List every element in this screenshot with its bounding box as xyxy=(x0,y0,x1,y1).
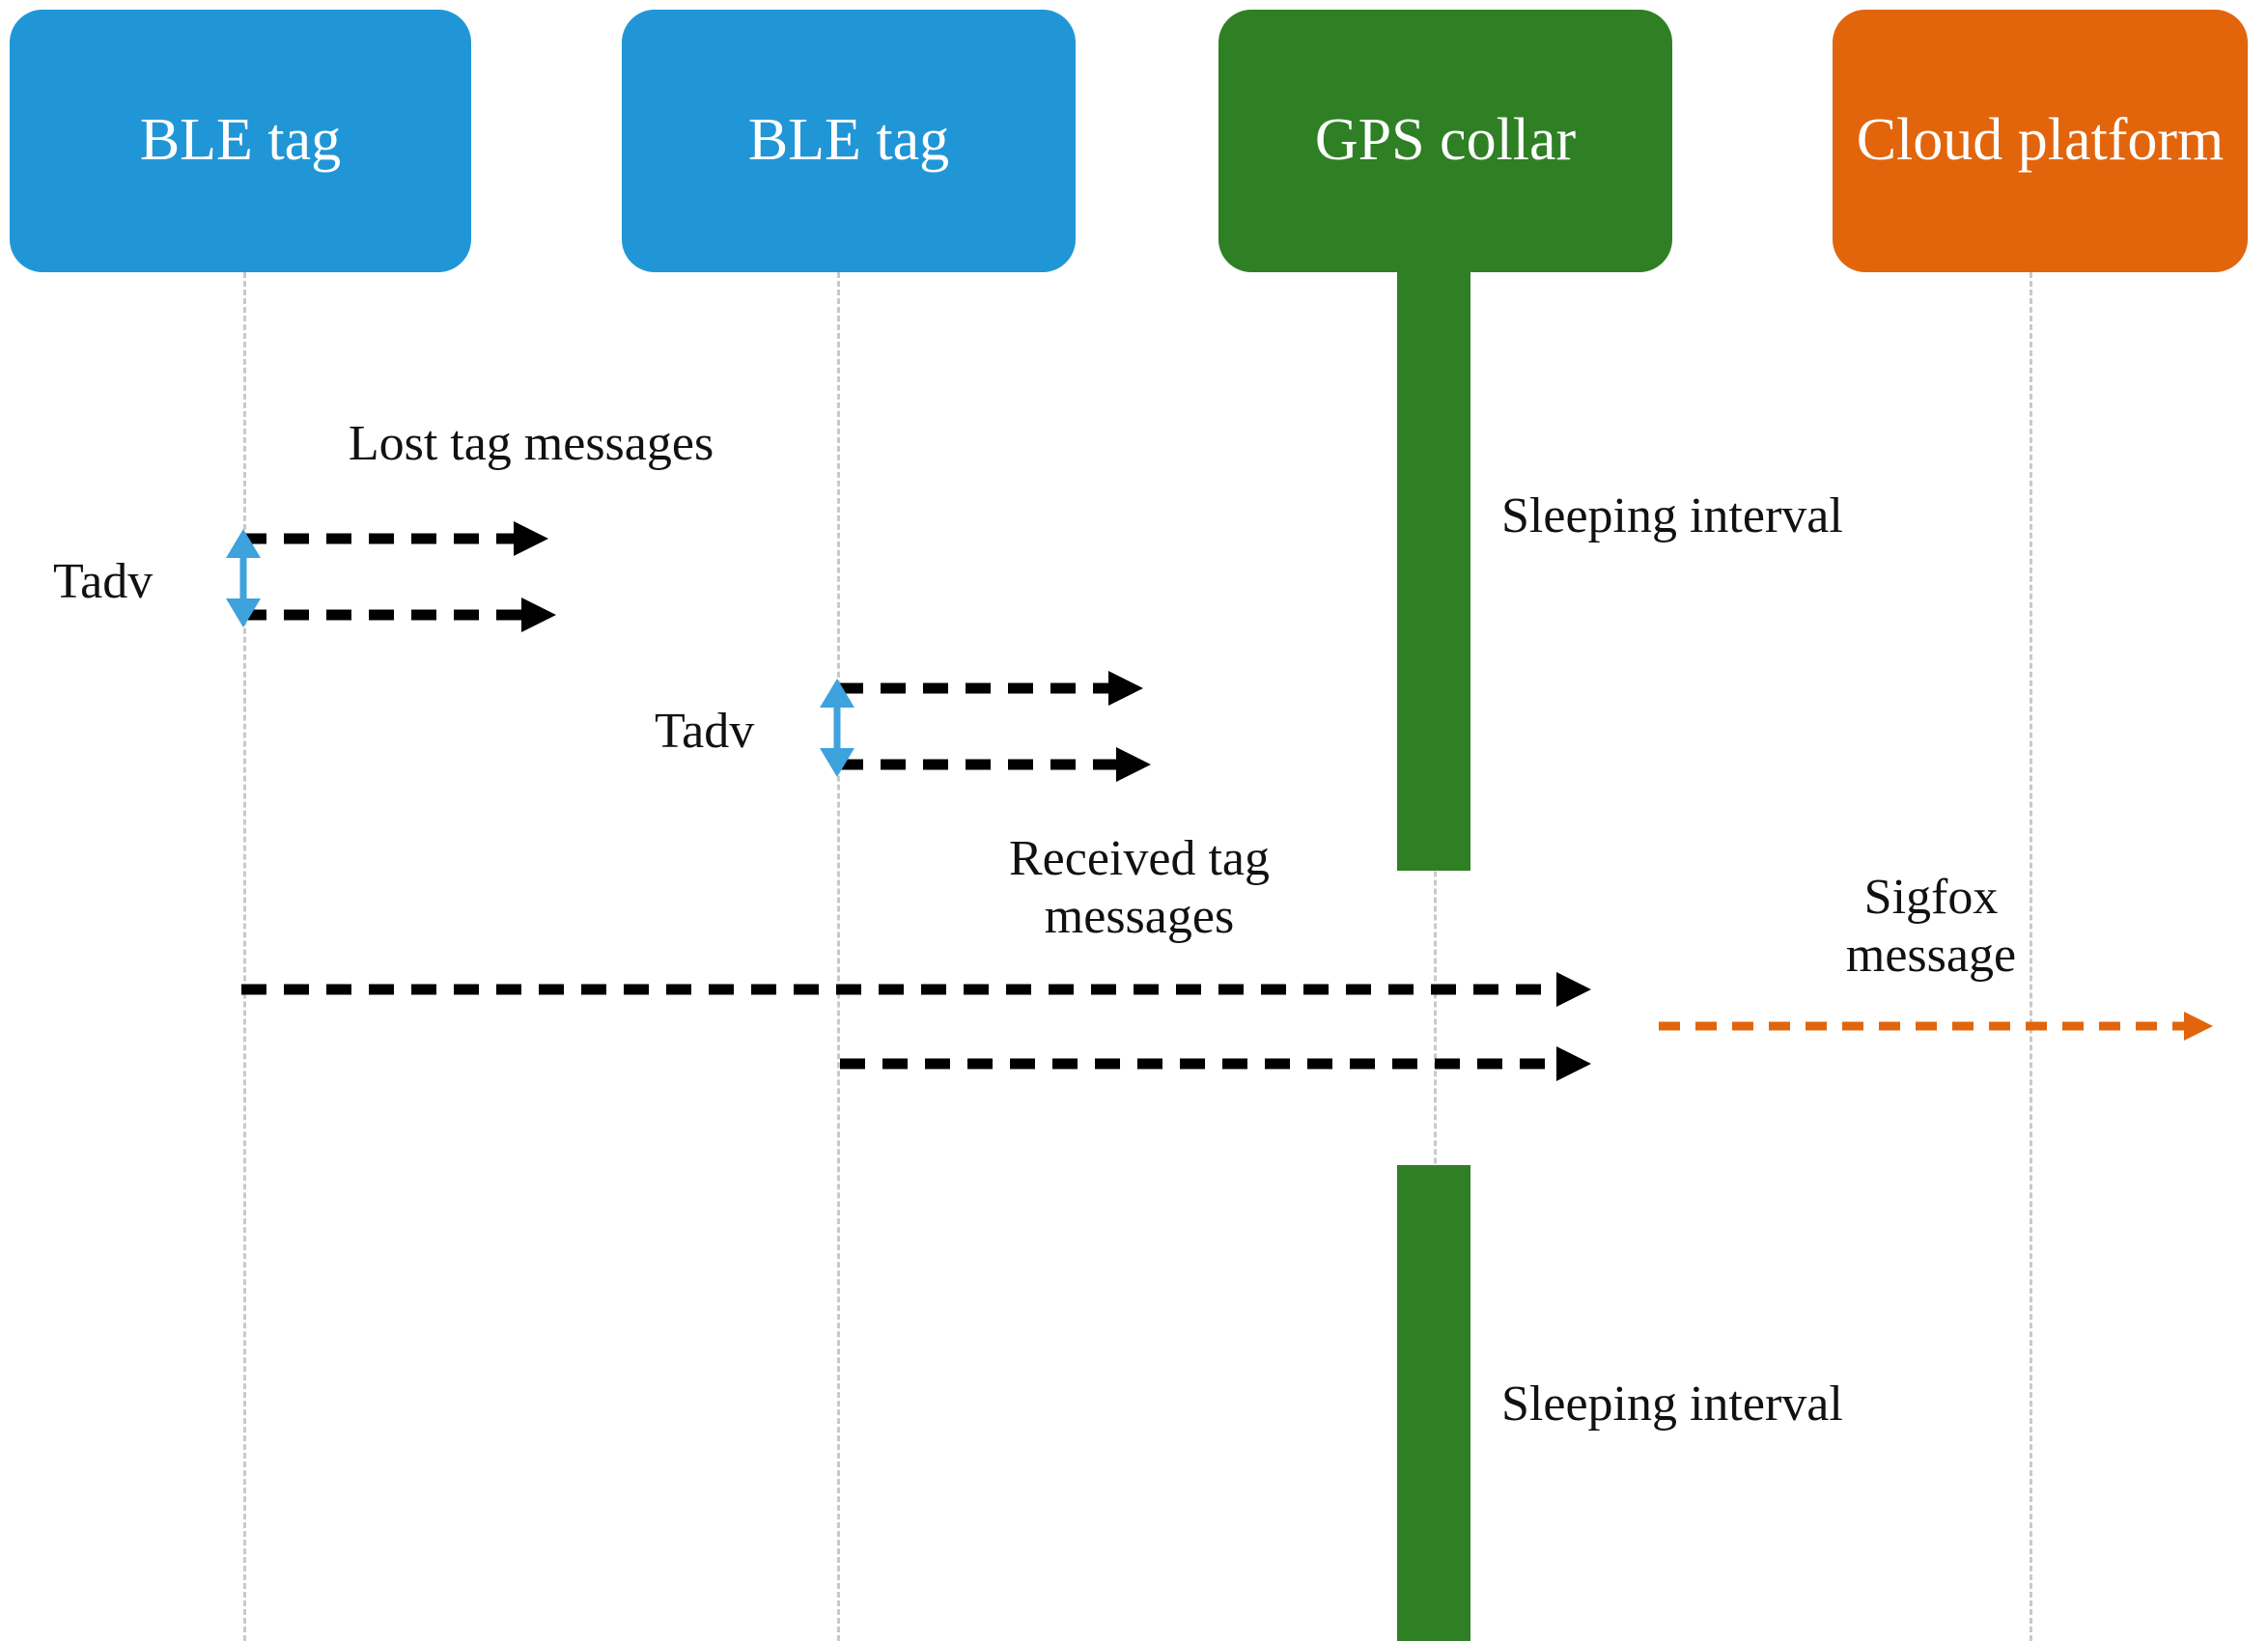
lifeline-gps-collar xyxy=(1434,272,1437,1641)
tadv-label-2: Tadv xyxy=(655,704,755,759)
actor-box-cloud-platform[interactable]: Cloud platform xyxy=(1833,10,2248,272)
note-sleeping-interval-2: Sleeping interval xyxy=(1501,1377,1843,1432)
note-sigfox-message: Sigfox message xyxy=(1845,870,2017,984)
actor-label-gps-collar: GPS collar xyxy=(1314,107,1577,174)
activation-bar-gps-sleep-1 xyxy=(1397,272,1470,871)
actor-box-gps-collar[interactable]: GPS collar xyxy=(1218,10,1672,272)
tadv-double-arrow-1 xyxy=(222,529,265,632)
actor-box-ble-tag-2[interactable]: BLE tag xyxy=(622,10,1076,272)
lifeline-cloud-platform xyxy=(2030,272,2032,1641)
lifeline-ble-tag-1 xyxy=(243,272,246,1641)
tadv-double-arrow-2 xyxy=(816,679,858,782)
note-sleeping-interval-1: Sleeping interval xyxy=(1501,488,1843,543)
actor-label-cloud-platform: Cloud platform xyxy=(1856,107,2225,174)
actor-box-ble-tag-1[interactable]: BLE tag xyxy=(10,10,471,272)
tadv-label-1: Tadv xyxy=(53,554,154,609)
activation-bar-gps-sleep-2 xyxy=(1397,1165,1470,1641)
actor-label-ble-tag-1: BLE tag xyxy=(139,107,342,174)
note-lost-tag-messages: Lost tag messages xyxy=(348,416,714,471)
note-received-tag-messages: Received tag messages xyxy=(1009,831,1270,945)
actor-label-ble-tag-2: BLE tag xyxy=(747,107,950,174)
lifeline-ble-tag-2 xyxy=(837,272,840,1641)
